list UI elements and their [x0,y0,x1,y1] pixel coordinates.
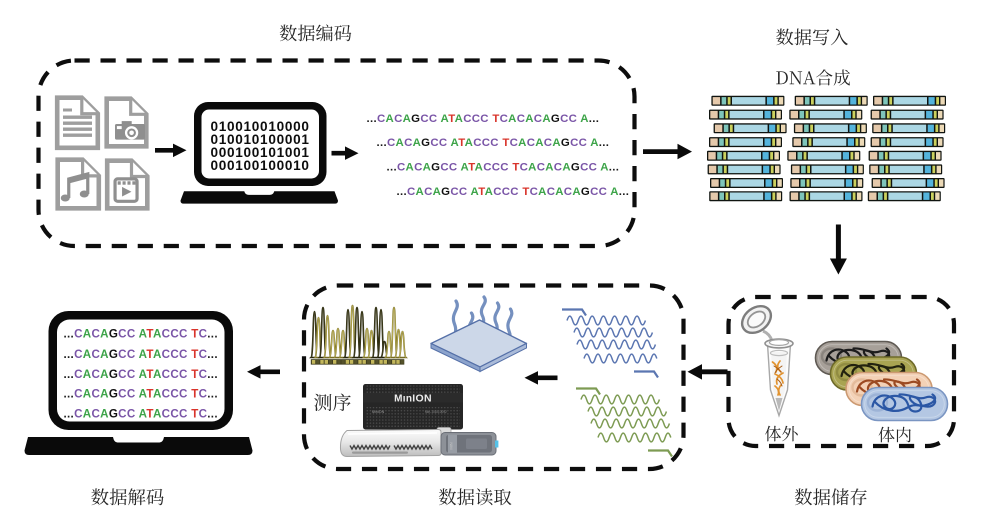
svg-text:...CACAGCC ATACCC TCACACAGCC A: ...CACAGCC ATACCC TCACACAGCC A... [397,186,630,198]
svg-text:000100100010: 000100100010 [211,158,310,173]
svg-text:...CACAGCC ATACCC TC...: ...CACAGCC ATACCC TC... [64,328,218,341]
svg-text:...CACAGCC ATACCC TCACACAGCC A: ...CACAGCC ATACCC TCACACAGCC A... [367,113,600,125]
svg-text:...CACAGCC ATACCC TC...: ...CACAGCC ATACCC TC... [64,388,218,401]
svg-text:...CACAGCC ATACCC TC...: ...CACAGCC ATACCC TC... [64,348,218,361]
svg-text:MIN: MIN [449,442,454,449]
svg-text:...CACAGCC ATACCC TCACACAGCC A: ...CACAGCC ATACCC TCACACAGCC A... [387,162,620,174]
svg-text:010010100001: 010010100001 [211,132,310,147]
svg-text:...CACAGCC ATACCC TCACACAGCC A: ...CACAGCC ATACCC TCACACAGCC A... [377,137,610,149]
svg-text:MınION: MınION [394,393,432,405]
svg-text:010010010000: 010010010000 [211,119,310,134]
svg-text:000100101001: 000100101001 [211,145,310,160]
svg-text:Min-101B-0092: Min-101B-0092 [425,410,447,414]
svg-text:...CACAGCC ATACCC TC...: ...CACAGCC ATACCC TC... [64,407,218,420]
svg-text:MinION: MinION [372,410,385,414]
svg-text:...CACAGCC ATACCC TC...: ...CACAGCC ATACCC TC... [64,368,218,381]
